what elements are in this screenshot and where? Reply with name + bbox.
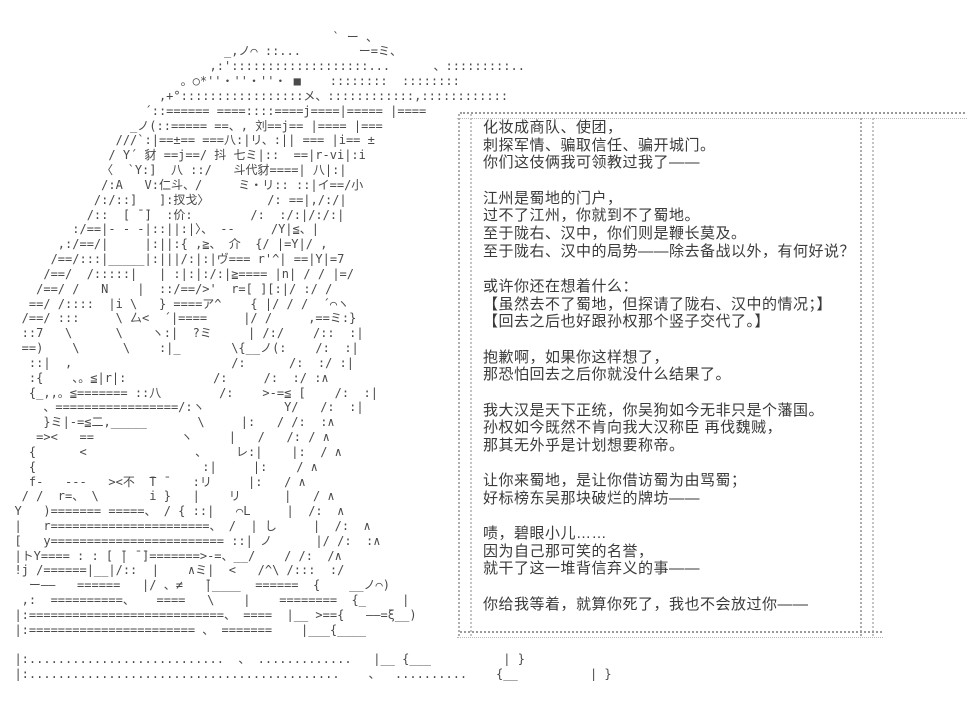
dialog-text: 化妆成商队、使团， 刺探军情、骗取信任、骗开城门。 你们这伎俩我可领教过我了——… (483, 119, 856, 613)
ascii-art-character: ` ー 、 _,ノ⌒ ::... ー=ミ、 ,:':::::::::::::::… (14, 29, 612, 682)
